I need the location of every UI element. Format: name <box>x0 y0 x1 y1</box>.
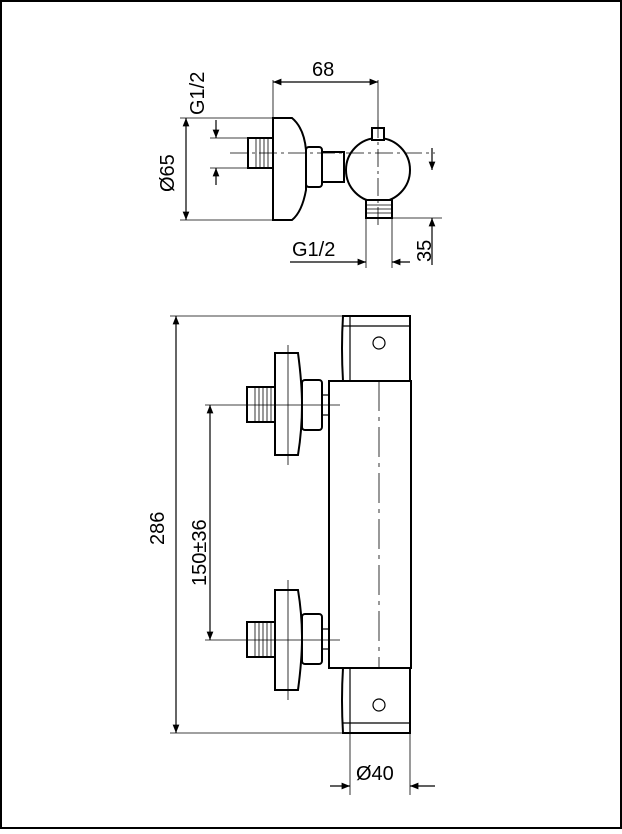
top-view-flange <box>272 117 307 221</box>
dim-thread-top: G1/2 <box>187 72 209 115</box>
front-view-lower-thread <box>246 621 276 658</box>
dim-height-35: 35 <box>414 240 436 262</box>
front-view-bottom-screw <box>372 698 386 712</box>
front-view-lower-nut <box>301 613 323 665</box>
dim-thread-bottom: G1/2 <box>292 239 335 261</box>
dim-width-68: 68 <box>312 59 334 81</box>
front-view-top-screw <box>372 336 386 350</box>
dim-center-distance: 150±36 <box>189 519 211 586</box>
dim-body-diameter-40: Ø40 <box>356 763 394 785</box>
front-view: 286 150±36 Ø40 <box>147 315 435 795</box>
top-view: 68 G1/2 Ø65 G1/2 35 <box>157 59 442 268</box>
dim-diameter-65: Ø65 <box>157 154 179 192</box>
front-view-body <box>328 380 412 669</box>
dim-total-height-286: 286 <box>147 512 169 545</box>
top-view-connector <box>321 151 345 183</box>
front-view-bottom-cap <box>341 667 411 734</box>
front-view-upper-thread <box>246 386 276 423</box>
front-view-upper-flange <box>274 352 304 456</box>
